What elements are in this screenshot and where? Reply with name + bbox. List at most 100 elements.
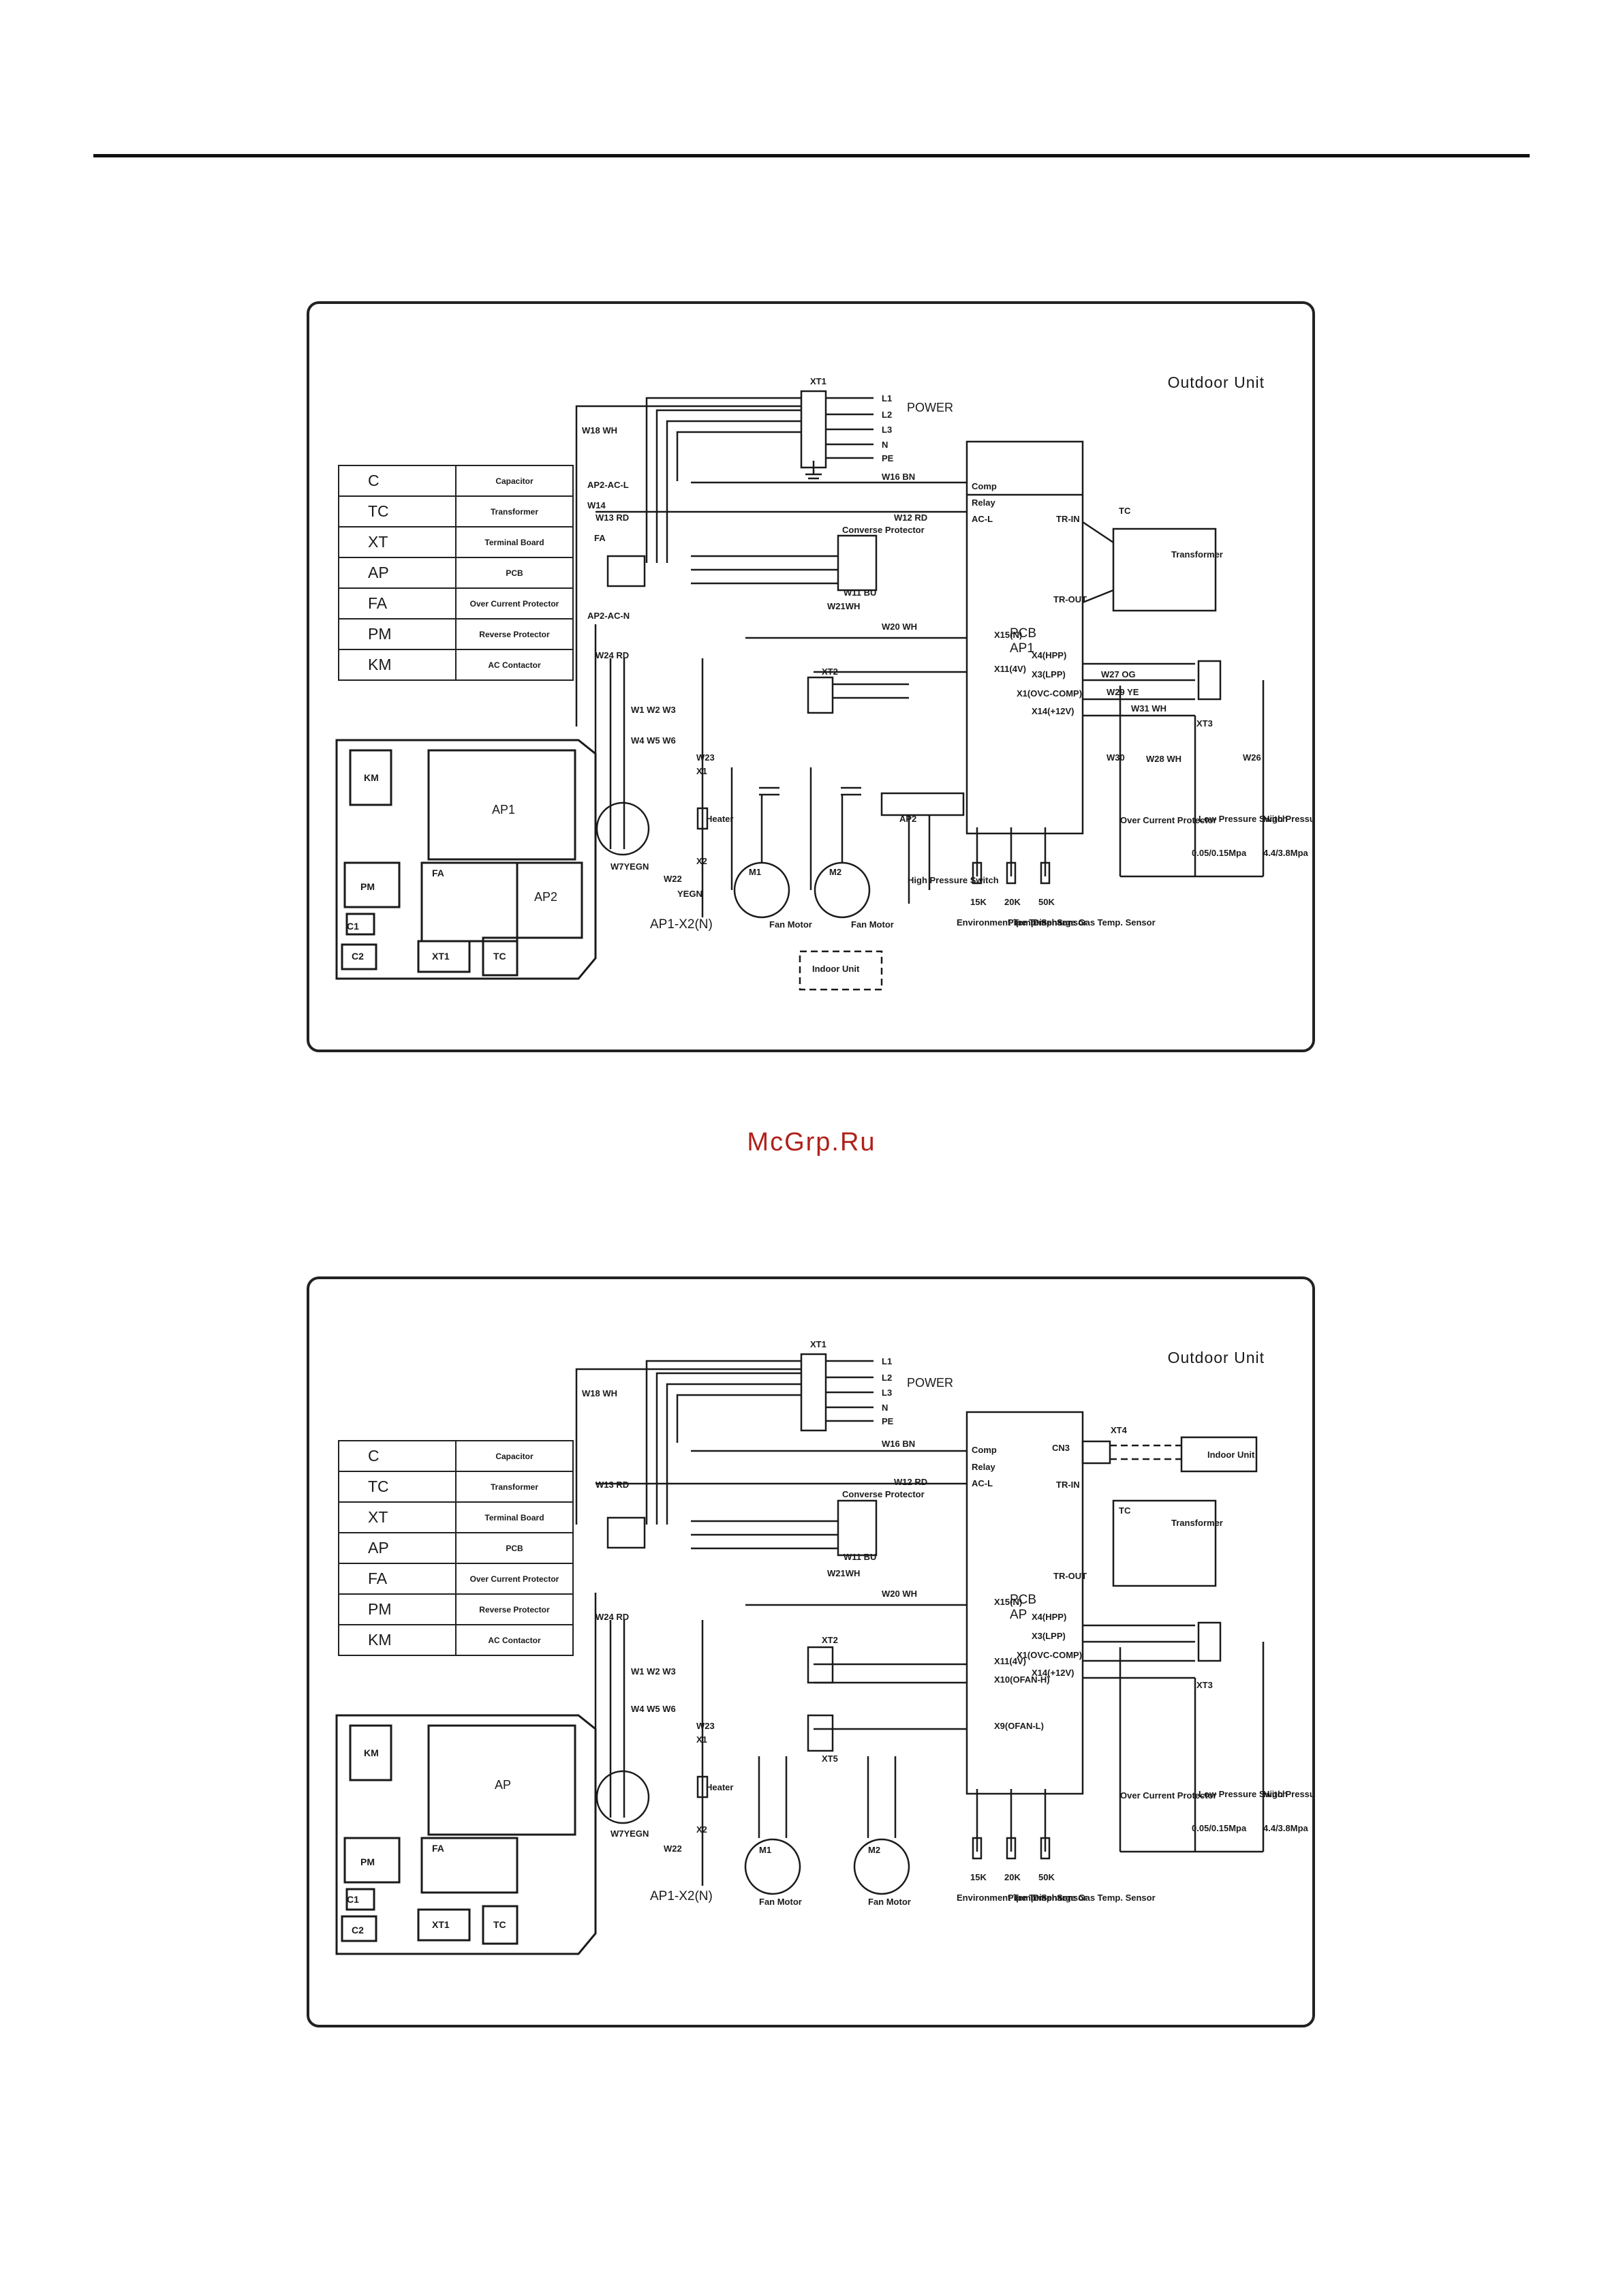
svg-text:W16 BN: W16 BN xyxy=(882,472,915,482)
svg-text:X15(N): X15(N) xyxy=(994,1597,1022,1607)
svg-text:W7YEGN: W7YEGN xyxy=(610,861,649,872)
legend-desc: Over Current Protector xyxy=(455,1563,574,1595)
svg-text:Heater: Heater xyxy=(706,814,733,824)
svg-text:AP2-AC-N: AP2-AC-N xyxy=(587,611,630,621)
legend-desc: PCB xyxy=(455,557,574,589)
ap1-x2-label-2: AP1-X2(N) xyxy=(650,1889,713,1903)
svg-text:Low Pressure Switch: Low Pressure Switch xyxy=(1199,1789,1288,1799)
legend-code: TC xyxy=(338,1471,457,1503)
svg-text:X14(+12V): X14(+12V) xyxy=(1032,706,1075,716)
legend-code: AP xyxy=(338,1532,457,1564)
svg-text:Fan Motor: Fan Motor xyxy=(769,919,812,930)
svg-text:15K: 15K xyxy=(970,897,987,907)
svg-text:Pipe Temp. Sensor: Pipe Temp. Sensor xyxy=(1008,1893,1087,1903)
fan-motor-m1 xyxy=(733,861,790,919)
svg-text:W29 YE: W29 YE xyxy=(1107,687,1139,697)
svg-text:W1 W2 W3: W1 W2 W3 xyxy=(631,705,676,715)
svg-text:X14(+12V): X14(+12V) xyxy=(1032,1668,1075,1678)
svg-text:XT5: XT5 xyxy=(822,1754,838,1764)
svg-text:Converse Protector: Converse Protector xyxy=(842,1489,925,1499)
legend-desc: AC Contactor xyxy=(455,649,574,681)
svg-text:Relay: Relay xyxy=(972,1462,995,1472)
svg-text:20K: 20K xyxy=(1004,1872,1021,1882)
svg-text:4.4/3.8Mpa: 4.4/3.8Mpa xyxy=(1263,848,1309,858)
svg-text:XT1: XT1 xyxy=(810,376,826,386)
svg-text:M2: M2 xyxy=(829,867,841,877)
svg-text:X3(LPP): X3(LPP) xyxy=(1032,1631,1066,1641)
pcb-label-2: PCB AP xyxy=(1010,1593,1036,1623)
svg-text:X11(4V): X11(4V) xyxy=(994,1656,1026,1666)
svg-text:W28 WH: W28 WH xyxy=(1146,754,1181,764)
svg-text:TC: TC xyxy=(1119,1505,1131,1516)
transformer-box xyxy=(1112,527,1217,612)
legend-desc: Capacitor xyxy=(455,1440,574,1472)
svg-text:TC: TC xyxy=(493,1919,506,1930)
svg-text:4.4/3.8Mpa: 4.4/3.8Mpa xyxy=(1263,1823,1309,1833)
svg-text:Over Current Protector: Over Current Protector xyxy=(1120,815,1217,825)
svg-text:XT4: XT4 xyxy=(1111,1425,1128,1435)
xt3-block-1 xyxy=(1197,660,1222,701)
svg-text:TR-IN: TR-IN xyxy=(1056,514,1080,524)
legend-code: XT xyxy=(338,526,457,558)
svg-text:W11 BU: W11 BU xyxy=(844,587,876,598)
watermark: McGrp.Ru xyxy=(747,1128,876,1157)
svg-text:M1: M1 xyxy=(749,867,761,877)
svg-text:TR-IN: TR-IN xyxy=(1056,1480,1080,1490)
svg-text:M1: M1 xyxy=(759,1845,771,1855)
legend-desc: Reverse Protector xyxy=(455,1593,574,1625)
svg-text:Low Pressure Switch: Low Pressure Switch xyxy=(1199,814,1288,824)
svg-text:L3: L3 xyxy=(882,1388,892,1398)
svg-text:TR-OUT: TR-OUT xyxy=(1053,594,1087,604)
compressor-circle xyxy=(596,801,650,856)
svg-text:XT3: XT3 xyxy=(1196,718,1213,729)
svg-text:Environment Temp. Sensor: Environment Temp. Sensor xyxy=(957,1893,1071,1903)
svg-text:High Pressure Switch: High Pressure Switch xyxy=(908,875,999,885)
pcb-label-1: PCB AP1 xyxy=(1010,626,1036,656)
legend-desc: PCB xyxy=(455,1532,574,1564)
svg-text:C2: C2 xyxy=(352,1925,364,1935)
svg-text:W21WH: W21WH xyxy=(827,1568,860,1578)
legend-code: PM xyxy=(338,1593,457,1625)
svg-text:L1: L1 xyxy=(882,393,892,403)
svg-text:W24 RD: W24 RD xyxy=(596,1612,629,1622)
svg-text:W30: W30 xyxy=(1107,752,1125,763)
svg-text:TR-OUT: TR-OUT xyxy=(1053,1571,1087,1581)
svg-text:W16 BN: W16 BN xyxy=(882,1439,915,1449)
legend-code: FA xyxy=(338,1563,457,1595)
svg-text:W12 RD: W12 RD xyxy=(894,1477,927,1487)
svg-text:X10(OFAN-H): X10(OFAN-H) xyxy=(994,1674,1050,1685)
svg-text:W1 W2 W3: W1 W2 W3 xyxy=(631,1666,676,1677)
svg-text:High Pressure Switch: High Pressure Switch xyxy=(1263,1789,1315,1799)
svg-text:TC: TC xyxy=(493,951,506,962)
svg-text:PM: PM xyxy=(360,881,375,892)
top-rule xyxy=(93,154,1530,157)
svg-text:Over Current Protector: Over Current Protector xyxy=(1120,1790,1217,1801)
svg-text:XT2: XT2 xyxy=(822,1635,838,1645)
svg-text:W21WH: W21WH xyxy=(827,601,860,611)
svg-text:Environment Temp. Sensor: Environment Temp. Sensor xyxy=(957,917,1071,928)
power-label-1: POWER xyxy=(907,401,954,414)
svg-text:L2: L2 xyxy=(882,1373,892,1383)
svg-text:W31 WH: W31 WH xyxy=(1131,703,1166,714)
svg-text:W12 RD: W12 RD xyxy=(894,512,927,523)
pcb-title-1: PCB xyxy=(1010,626,1037,641)
power-label-2: POWER xyxy=(907,1376,954,1390)
svg-text:Relay: Relay xyxy=(972,498,995,508)
svg-text:W23: W23 xyxy=(696,752,715,763)
svg-text:Discharge Gas Temp. Sensor: Discharge Gas Temp. Sensor xyxy=(1033,1893,1156,1903)
svg-text:W22: W22 xyxy=(664,874,682,884)
pm-box xyxy=(837,534,878,592)
legend-code: AP xyxy=(338,557,457,589)
svg-text:Indoor Unit: Indoor Unit xyxy=(812,964,860,974)
svg-text:0.05/0.15Mpa: 0.05/0.15Mpa xyxy=(1192,848,1247,858)
xt1-terminal-block xyxy=(800,390,827,469)
svg-text:Comp: Comp xyxy=(972,1445,997,1455)
